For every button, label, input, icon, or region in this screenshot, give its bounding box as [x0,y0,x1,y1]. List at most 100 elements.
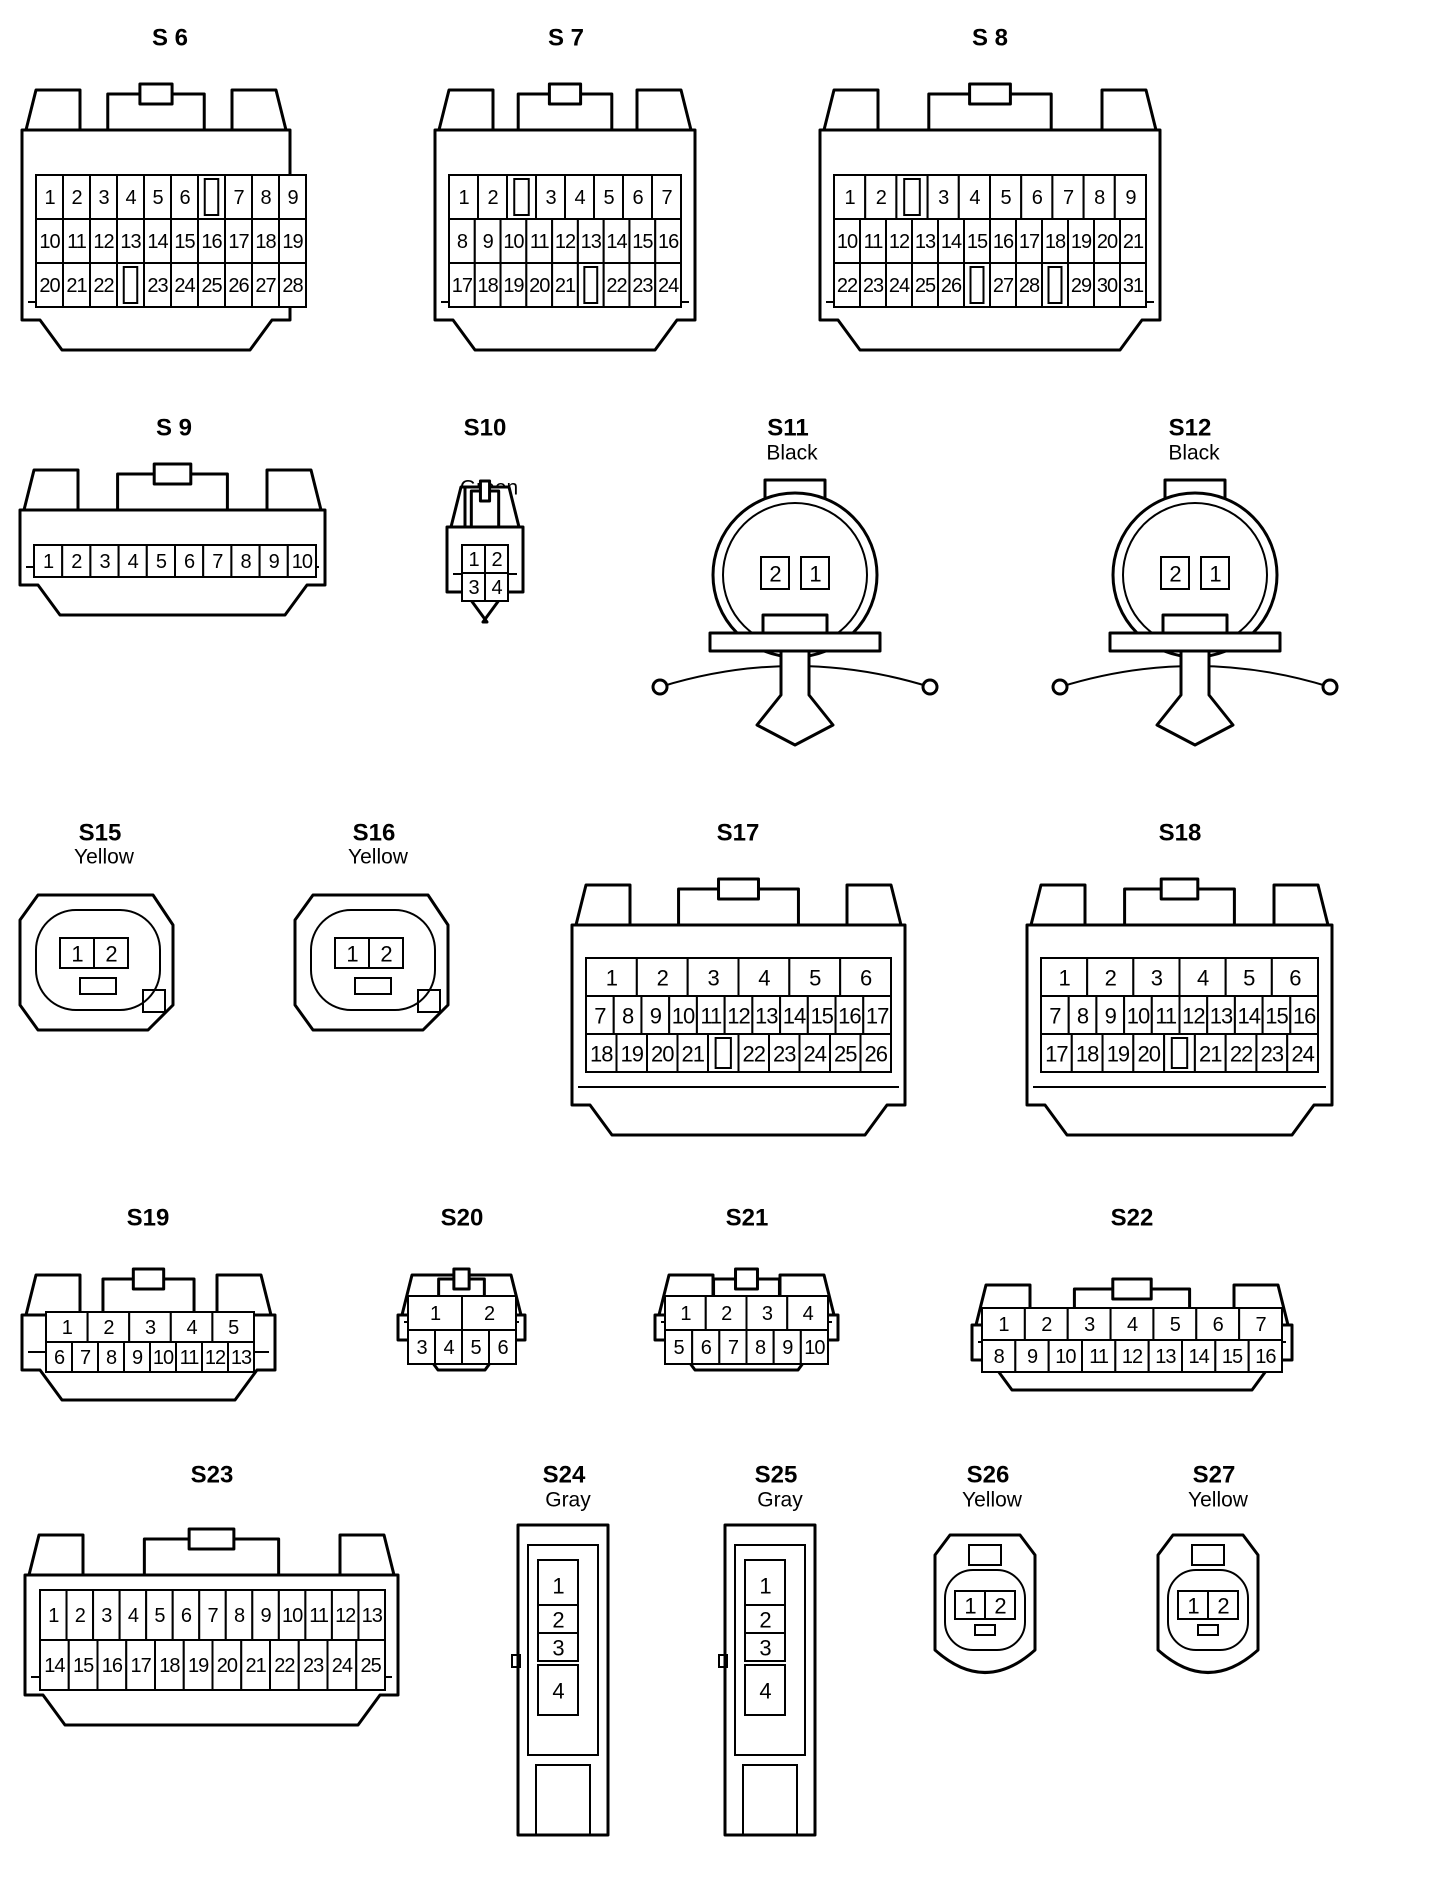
pin-number: 21 [682,1042,705,1067]
pin-number: 7 [207,1605,218,1627]
pin-number: 9 [1027,1346,1038,1368]
pin-number: 7 [233,187,244,209]
pin-cell [963,218,991,264]
pin-number: 15 [1265,1004,1288,1029]
pin-cell [473,262,502,308]
pin-number: 24 [889,275,910,297]
latch-left [822,88,880,132]
pin-number: 21 [1123,231,1144,253]
pin-number: 3 [145,1317,156,1339]
pin-number: 22 [743,1042,766,1067]
s24-color: Gray [545,1489,591,1512]
pin-number: 8 [1077,1004,1089,1029]
pin-number: 7 [728,1337,739,1359]
s21-label: S21 [726,1205,769,1232]
pin-cell [1255,1033,1289,1073]
pin-number: 21 [1199,1042,1222,1067]
pin-number: 12 [727,1004,750,1029]
pin-number: 19 [621,1042,644,1067]
pin-number: 5 [228,1317,239,1339]
pin-cell [806,995,837,1035]
pin-number: 11 [1155,1004,1177,1029]
pin-number: 1 [62,1317,73,1339]
pin-number: 10 [503,231,524,253]
pin-cell [1152,1307,1198,1341]
housing-inner [734,1544,806,1756]
pin-number: 17 [228,231,249,253]
pin-cell [1289,995,1320,1035]
pin-cell [786,1295,829,1331]
pin-number: 11 [309,1605,329,1627]
pin-number: 9 [287,187,298,209]
clip-end [1051,678,1069,696]
pin-number: 3 [98,187,109,209]
pin-cell [1095,995,1126,1035]
pin-cell [654,218,683,264]
s11-label: S11 [767,415,808,442]
pin-cell [1119,262,1147,308]
latch-left [22,468,80,512]
pin-number: 18 [255,231,276,253]
pin-number: 5 [470,1337,481,1359]
pin-number: 15 [1222,1346,1243,1368]
pin-cell [211,1311,255,1343]
pin-number: 14 [606,231,627,253]
pin-number: 8 [106,1347,117,1369]
pin-number: 16 [201,231,222,253]
s12-color: Black [1168,442,1220,465]
pin-cell [1101,1033,1135,1073]
latch-right [1272,883,1330,927]
pin-number: 9 [269,551,280,573]
lock-button [547,82,583,106]
s16-color: Yellow [348,846,409,869]
key-slot [1197,1624,1219,1636]
pin-cell [145,544,177,578]
latch-left [24,1273,82,1317]
pin-cell [93,937,129,969]
s15-color: Yellow [74,846,135,869]
side-tab [718,1654,728,1668]
pin-number: 11 [67,231,87,253]
pin-cell [240,1639,271,1691]
pin-cell [1178,995,1209,1035]
pin-number: 15 [73,1655,94,1677]
lock-button [1159,877,1200,901]
pin-number: 18 [1076,1042,1099,1067]
pin-number: 1 [606,966,618,991]
pin-number: 9 [1125,187,1136,209]
lock-button [152,462,193,486]
pin-number: 14 [783,1004,806,1029]
pin-number: 14 [941,231,962,253]
pin-cell [71,1341,99,1373]
empty-cavity [506,174,537,220]
pin-number: 22 [274,1655,295,1677]
pin-number: 1 [845,187,856,209]
pin-number: 18 [159,1655,180,1677]
pin-cell [461,1329,490,1365]
pin-cell [230,544,261,578]
pin-number: 13 [755,1004,778,1029]
pin-cell [654,262,683,308]
pin-number: 6 [1213,1314,1224,1336]
pin-cell [39,1639,70,1691]
housing-inner [310,909,436,1011]
lock-button [717,877,760,901]
pin-number: 1 [458,187,469,209]
pin-cell [859,218,887,264]
pin-number: 1 [43,551,54,573]
pin-number: 12 [1182,1004,1205,1029]
pin-cell [297,1639,329,1691]
pin-number: 17 [1045,1042,1068,1067]
pin-cell [368,937,404,969]
pin-number: 1 [759,1574,771,1599]
push-clip [1155,649,1235,747]
latch-right [265,468,323,512]
pin-number: 4 [574,187,585,209]
pin-number: 3 [552,1636,564,1661]
pin-number: 23 [773,1042,796,1067]
pin-cell [981,1339,1017,1373]
